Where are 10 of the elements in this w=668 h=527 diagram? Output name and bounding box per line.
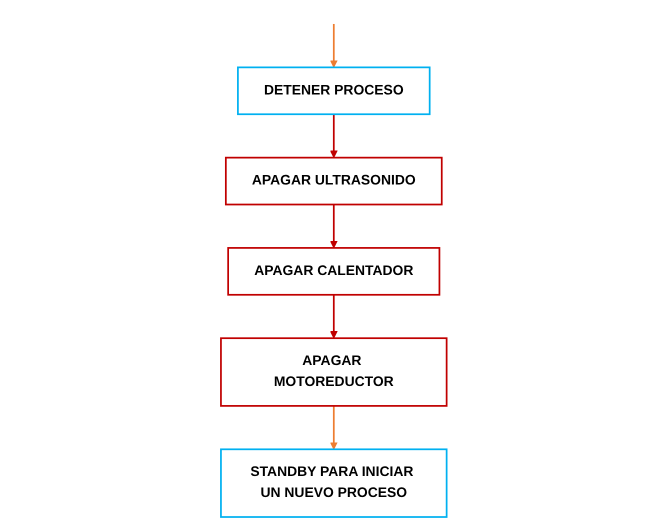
arrow: [330, 23, 338, 68]
arrow: [330, 405, 338, 450]
node-box: STANDBY PARA INICIAR UN NUEVO PROCESO: [220, 448, 448, 518]
node-box: APAGAR MOTOREDUCTOR: [220, 336, 448, 406]
node-box: APAGAR CALENTADOR: [227, 246, 440, 296]
node-box: DETENER PROCESO: [237, 66, 431, 115]
node-box: APAGAR ULTRASONIDO: [225, 156, 443, 205]
arrow: [330, 204, 338, 248]
arrow: [330, 114, 338, 158]
arrow: [330, 294, 338, 338]
